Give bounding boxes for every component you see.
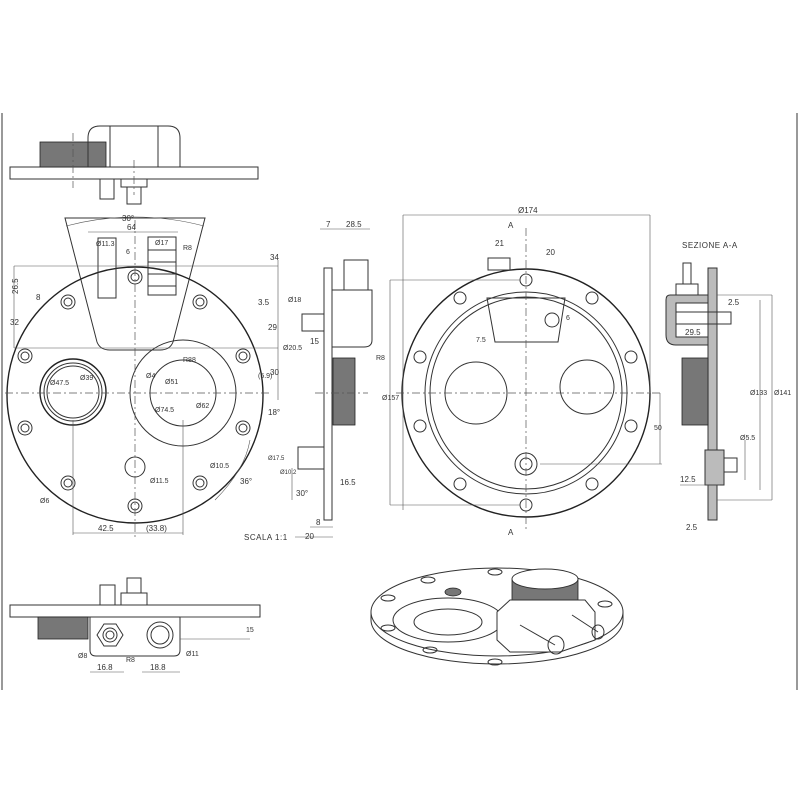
dim-3-5: 3.5 xyxy=(258,298,270,307)
dim-15-bottom: 15 xyxy=(246,627,254,634)
dim-d4: Ø4 xyxy=(146,373,155,380)
dim-21: 21 xyxy=(495,239,504,248)
dim-angle-top: 30° xyxy=(122,214,134,223)
dim-r88: R88 xyxy=(183,357,196,364)
dim-50: 50 xyxy=(654,425,662,432)
dim-d8: Ø8 xyxy=(78,653,87,660)
dim-42-5: 42.5 xyxy=(98,524,114,533)
dim-6-rear: 6 xyxy=(566,315,570,322)
dim-d10-2: Ø10.2 xyxy=(280,470,297,476)
dim-d47-5: Ø47.5 xyxy=(50,380,69,387)
dim-d174: Ø174 xyxy=(518,206,538,215)
section-marker-a-bottom: A xyxy=(508,528,514,537)
dim-d51: Ø51 xyxy=(165,379,178,386)
dim-16-8: 16.8 xyxy=(97,663,113,672)
dim-angle-36: 36° xyxy=(240,477,252,486)
dim-d17-5: Ø17.5 xyxy=(268,456,285,462)
dim-7-5: 7.5 xyxy=(476,337,486,344)
dim-d10-5: Ø10.5 xyxy=(210,463,229,470)
dim-d74-5: Ø74.5 xyxy=(155,407,174,414)
dim-2-5-top: 2.5 xyxy=(728,298,740,307)
dim-d11-5: Ø11.5 xyxy=(150,478,169,485)
dim-d133: Ø133 xyxy=(750,390,767,397)
dim-16-5: 16.5 xyxy=(340,478,356,487)
dim-d39: Ø39 xyxy=(80,375,93,382)
dim-7: 7 xyxy=(326,220,331,229)
dim-20: 20 xyxy=(305,532,314,541)
dim-d18: Ø18 xyxy=(288,297,301,304)
dim-8-side: 8 xyxy=(316,518,321,527)
bottom-view: Ø8 R8 Ø11 15 16.8 18.8 xyxy=(9,577,261,673)
dim-29: 29 xyxy=(268,323,277,332)
dim-64: 64 xyxy=(127,223,136,232)
side-view: 7 28.5 Ø18 Ø20.5 15 R8 Ø17.5 Ø10.2 30° 1… xyxy=(268,220,385,541)
dim-32: 32 xyxy=(10,318,19,327)
dim-30: 30 xyxy=(270,368,279,377)
scale-label: SCALA 1:1 xyxy=(244,533,288,542)
dim-d17: Ø17 xyxy=(155,240,168,247)
dim-6: 6 xyxy=(126,249,130,256)
dim-8: 8 xyxy=(36,293,41,302)
dim-20-rear: 20 xyxy=(546,248,555,257)
dim-d11-3: Ø11.3 xyxy=(96,241,115,248)
dim-d20-5: Ø20.5 xyxy=(283,345,302,352)
dim-d62: Ø62 xyxy=(196,403,209,410)
dim-r8-top: R8 xyxy=(183,245,192,252)
front-view: 30° 64 Ø11.3 Ø17 R8 6 26.5 8 32 34 3.5 2… xyxy=(5,214,288,542)
dim-12-5: 12.5 xyxy=(680,475,696,484)
top-view xyxy=(9,125,259,205)
dim-d141: Ø141 xyxy=(774,390,791,397)
dim-15: 15 xyxy=(310,337,319,346)
dim-33-8: (33.8) xyxy=(146,524,167,533)
dim-18-8: 18.8 xyxy=(150,663,166,672)
dim-28-5: 28.5 xyxy=(346,220,362,229)
rear-view: Ø174 A A 21 20 6 7.5 Ø157 50 xyxy=(382,206,662,537)
dim-angle-30: 30° xyxy=(296,489,308,498)
dim-26-5: 26.5 xyxy=(11,278,20,294)
dim-d5-5: Ø5.5 xyxy=(740,435,755,442)
dim-d11: Ø11 xyxy=(186,651,199,658)
section-marker-a-top: A xyxy=(508,221,514,230)
dim-r8-side: R8 xyxy=(376,355,385,362)
dim-angle-18: 18° xyxy=(268,408,280,417)
dim-d157: Ø157 xyxy=(382,395,399,402)
dim-34: 34 xyxy=(270,253,279,262)
dim-5-9: (5.9) xyxy=(258,373,272,380)
section-title: SEZIONE A-A xyxy=(682,241,738,250)
dim-2-5-bottom: 2.5 xyxy=(686,523,698,532)
dim-29-5: 29.5 xyxy=(685,328,701,337)
section-view: SEZIONE A-A 2.5 29.5 Ø133 Ø141 Ø5.5 12.5… xyxy=(665,241,791,532)
dim-d6: Ø6 xyxy=(40,498,49,505)
dim-r8-bottom: R8 xyxy=(126,657,135,664)
isometric-view xyxy=(370,567,624,666)
